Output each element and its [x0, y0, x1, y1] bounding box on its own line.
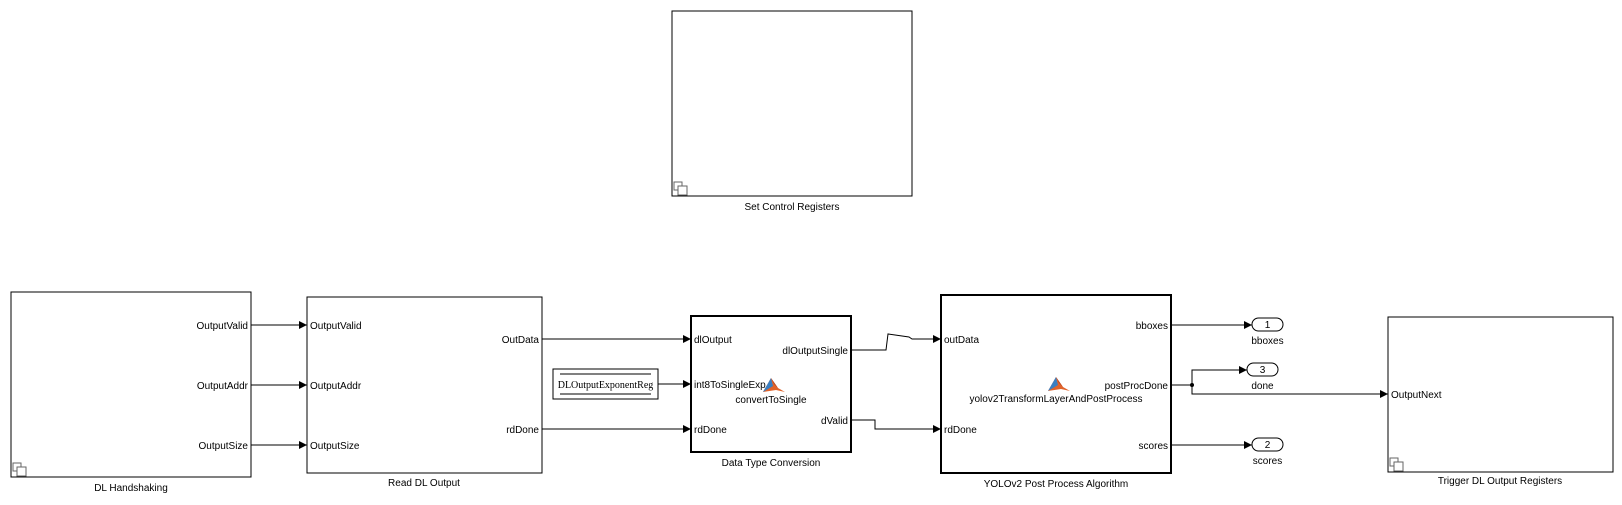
- dl-handshaking-block[interactable]: OutputValid OutputAddr OutputSize DL Han…: [10, 291, 252, 494]
- matlab-function-icon: [1048, 377, 1070, 391]
- port-label: bboxes: [1136, 321, 1168, 332]
- port-label: OutputAddr: [197, 381, 249, 392]
- outport-done[interactable]: 3 done: [1246, 362, 1279, 392]
- outport-number: 2: [1265, 440, 1271, 451]
- read-dl-output-block[interactable]: OutputValid OutputAddr OutputSize OutDat…: [306, 296, 543, 489]
- block-label: YOLOv2 Post Process Algorithm: [984, 479, 1129, 490]
- block-label: Read DL Output: [388, 478, 460, 489]
- port-label: OutputValid: [196, 321, 248, 332]
- port-label: rdDone: [944, 425, 977, 436]
- function-name: yolov2TransformLayerAndPostProcess: [969, 394, 1142, 405]
- port-label: OutputAddr: [310, 381, 362, 392]
- signal-line[interactable]: [851, 419, 941, 433]
- port-label: dlOutputSingle: [782, 346, 848, 357]
- port-label: outData: [944, 335, 979, 346]
- block-label: Trigger DL Output Registers: [1438, 476, 1562, 487]
- outport-name: scores: [1253, 456, 1282, 467]
- port-label: rdDone: [694, 425, 727, 436]
- function-name: convertToSingle: [735, 395, 807, 406]
- port-label: OutputSize: [199, 441, 249, 452]
- port-label: scores: [1139, 441, 1168, 452]
- port-label: rdDone: [506, 425, 539, 436]
- subsystem-icon: [673, 181, 688, 196]
- data-type-conversion-block[interactable]: dlOutput int8ToSingleExp rdDone dlOutput…: [690, 315, 852, 469]
- port-label: postProcDone: [1105, 381, 1169, 392]
- matlab-function-icon: [763, 378, 785, 392]
- outport-bboxes[interactable]: 1 bboxes: [1251, 317, 1284, 347]
- outport-name: bboxes: [1251, 336, 1283, 347]
- port-label: dValid: [821, 416, 848, 427]
- outport-number: 3: [1260, 365, 1266, 376]
- port-label: OutData: [502, 335, 540, 346]
- signal-line[interactable]: [1191, 385, 1388, 398]
- constant-block[interactable]: DLOutputExponentReg: [552, 368, 659, 400]
- signal-line[interactable]: [1171, 366, 1247, 386]
- subsystem-icon: [12, 462, 27, 477]
- outport-number: 1: [1265, 320, 1271, 331]
- set-control-registers-block[interactable]: Set Control Registers: [671, 10, 913, 213]
- port-label: int8ToSingleExp: [694, 380, 766, 391]
- block-label: Set Control Registers: [744, 202, 839, 213]
- outport-scores[interactable]: 2 scores: [1251, 437, 1284, 467]
- port-label: OutputValid: [310, 321, 362, 332]
- outport-name: done: [1251, 381, 1274, 392]
- signal-line[interactable]: [851, 333, 941, 351]
- port-label: dlOutput: [694, 335, 732, 346]
- branch-point: [1190, 383, 1194, 387]
- yolov2-post-process-block[interactable]: outData rdDone bboxes postProcDone score…: [940, 294, 1172, 490]
- constant-value: DLOutputExponentReg: [558, 380, 654, 391]
- port-label: OutputSize: [310, 441, 360, 452]
- block-label: DL Handshaking: [94, 483, 168, 494]
- trigger-dl-output-registers-block[interactable]: OutputNext Trigger DL Output Registers: [1387, 316, 1614, 487]
- block-label: Data Type Conversion: [722, 458, 821, 469]
- port-label: OutputNext: [1391, 390, 1442, 401]
- subsystem-icon: [1389, 457, 1404, 472]
